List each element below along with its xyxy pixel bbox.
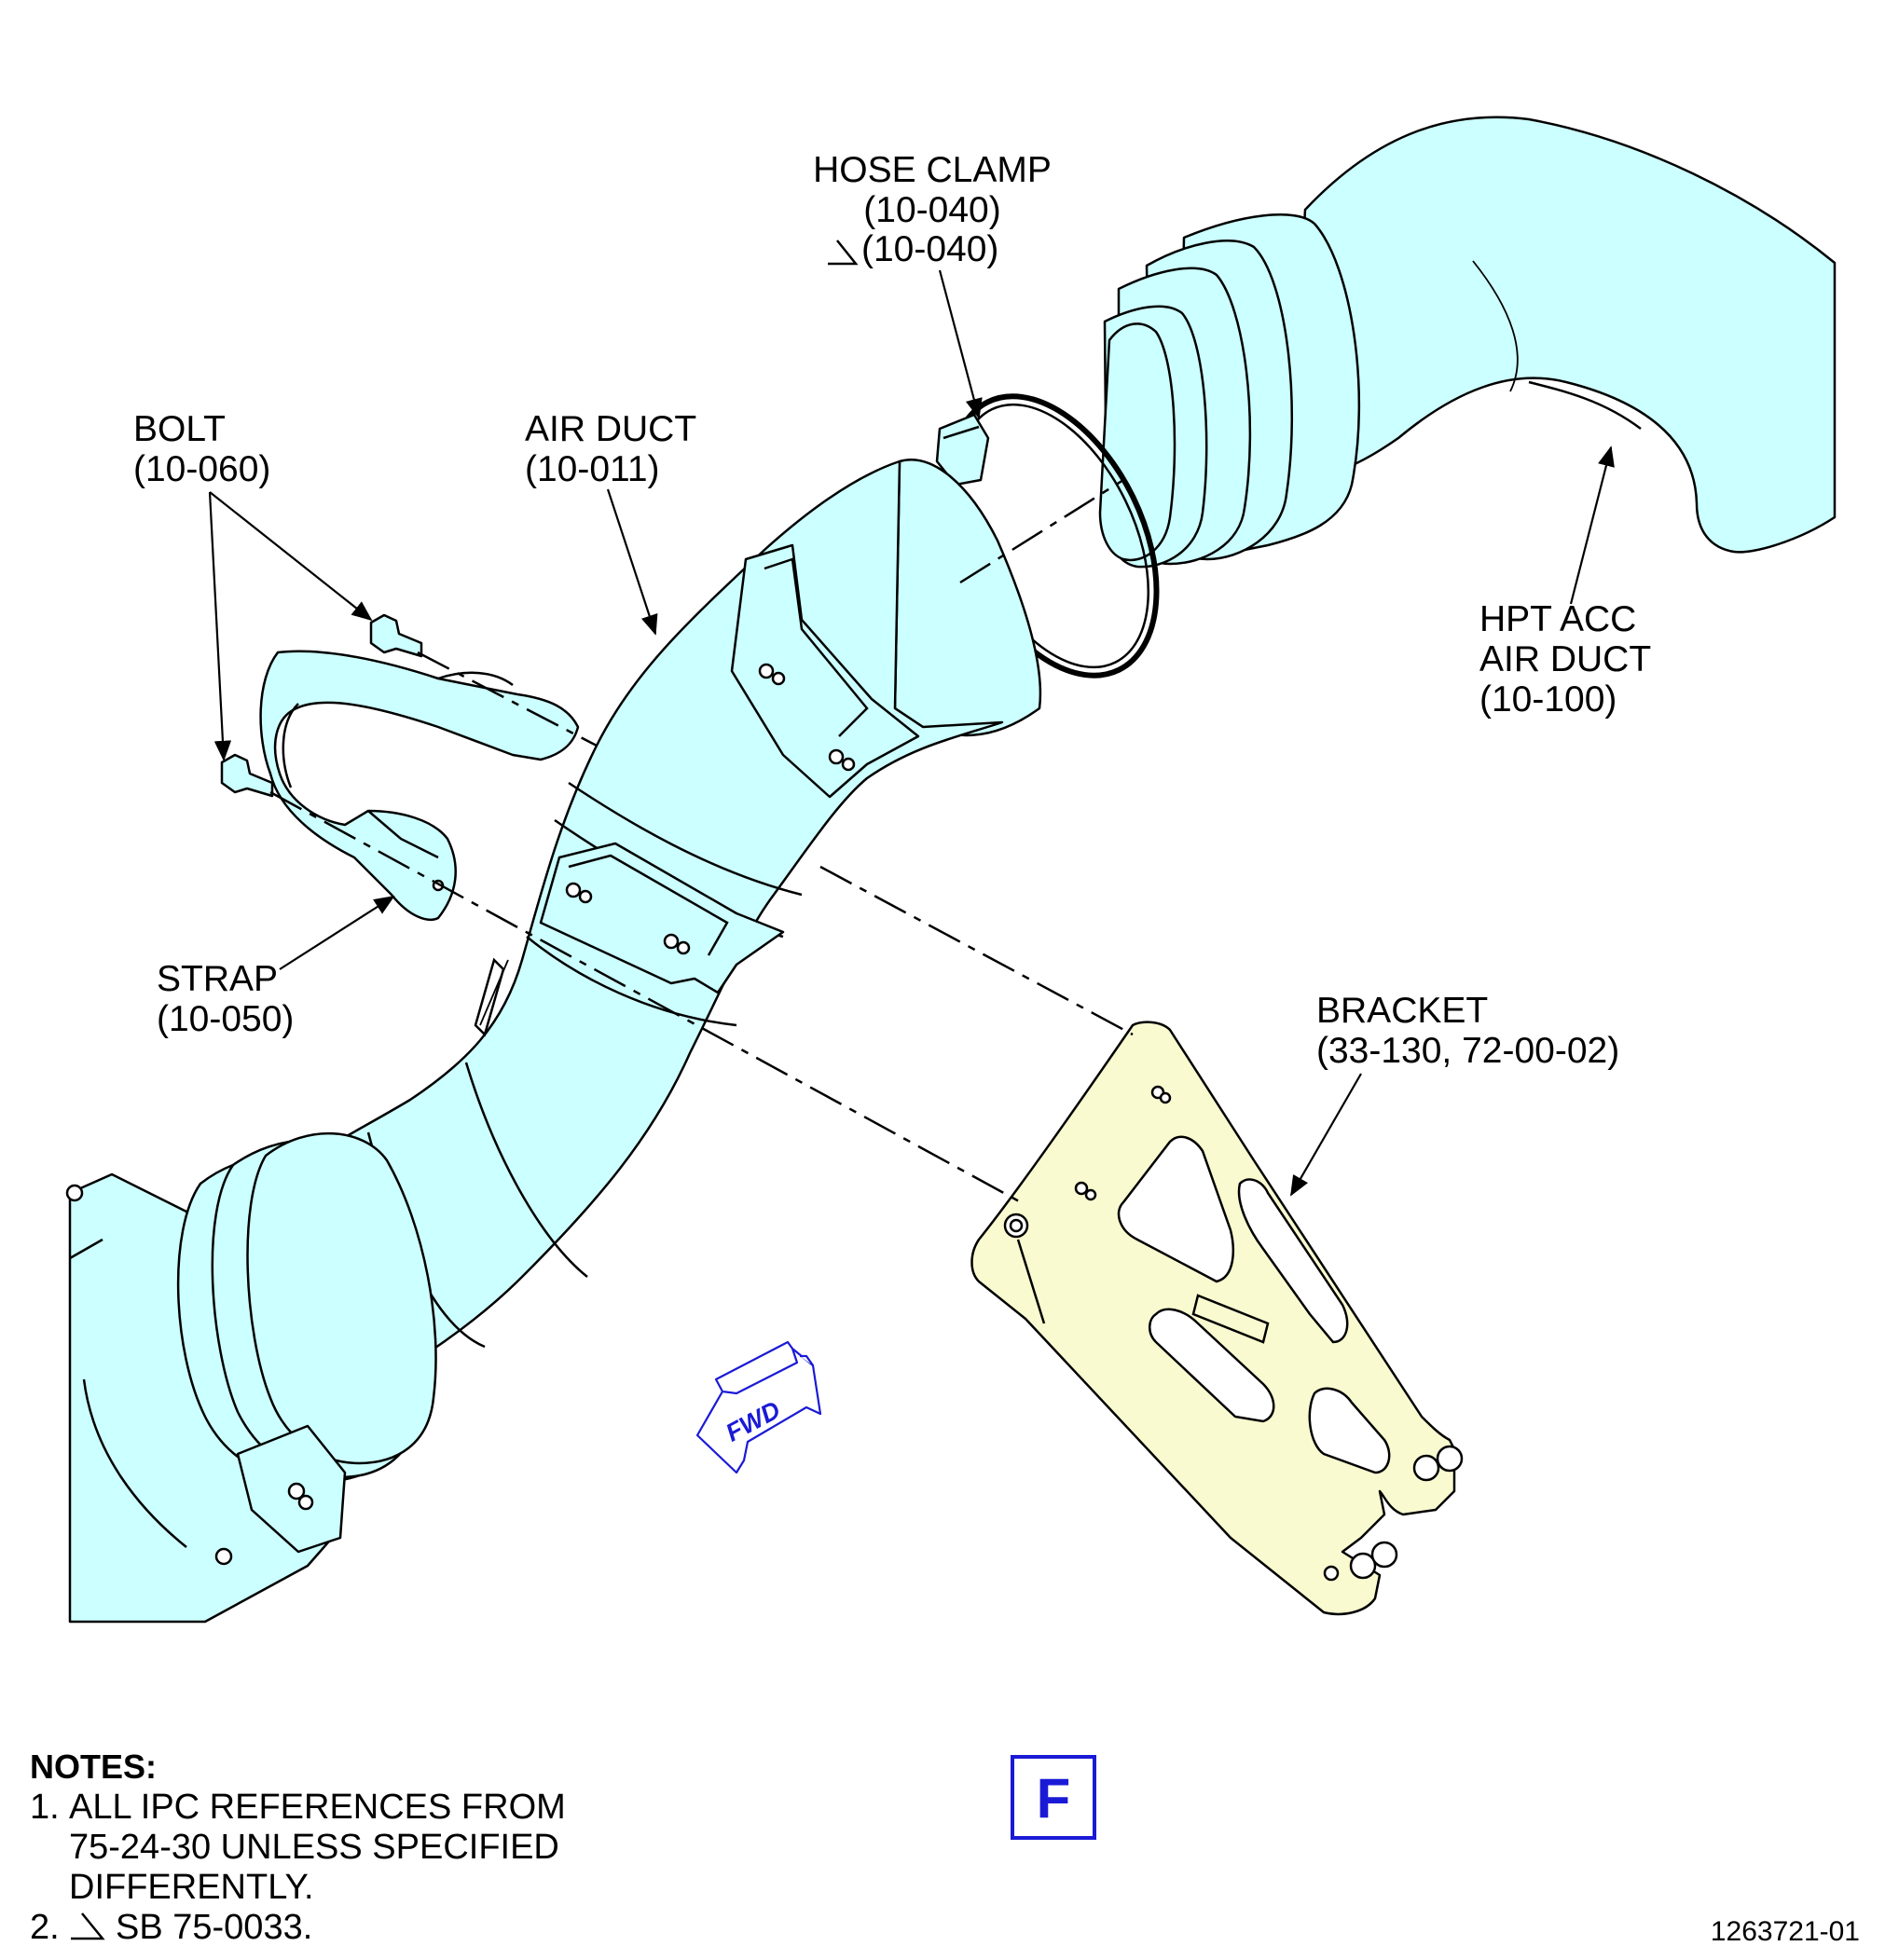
clamp-centerline bbox=[959, 478, 1124, 584]
bolt-centerline-lower bbox=[269, 790, 1022, 1204]
callout-air-duct: AIR DUCT (10-011) bbox=[525, 409, 696, 489]
hpt-acc-line1: HPT ACC bbox=[1479, 599, 1636, 639]
air-duct-name: AIR DUCT bbox=[525, 409, 696, 449]
bolt-leader-lower bbox=[208, 491, 232, 761]
hose-clamp-ref-sb: (10-040) bbox=[861, 229, 998, 269]
hpt-acc-line2: AIR DUCT bbox=[1479, 639, 1651, 679]
strap bbox=[259, 650, 580, 921]
callout-hpt-acc-air-duct: HPT ACC AIR DUCT (10-100) bbox=[1479, 599, 1651, 720]
bolt-name: BOLT bbox=[133, 409, 226, 449]
hose-clamp-ref: (10-040) bbox=[863, 190, 1000, 230]
note-1-line-1: ALL IPC REFERENCES FROM bbox=[69, 1788, 566, 1827]
service-bulletin-triangle-icon bbox=[828, 240, 859, 266]
hpt-acc-ref: (10-100) bbox=[1479, 679, 1617, 720]
air-duct-ref: (10-011) bbox=[525, 449, 660, 489]
callout-strap: STRAP (10-050) bbox=[157, 959, 294, 1039]
bracket-leader bbox=[1290, 1073, 1362, 1197]
bracket bbox=[970, 1021, 1464, 1616]
note-2-text: SB 75-0033. bbox=[116, 1908, 312, 1947]
strap-name: STRAP bbox=[157, 959, 278, 999]
hose-clamp-leader bbox=[938, 269, 983, 419]
bracket-centerline bbox=[819, 865, 1134, 1036]
view-label: F bbox=[1011, 1755, 1096, 1840]
hpt-acc-air-duct bbox=[1098, 116, 1837, 569]
bolt-ref: (10-060) bbox=[133, 449, 270, 489]
hose-clamp-name: HOSE CLAMP bbox=[813, 150, 1052, 190]
hpt-acc-leader bbox=[1569, 445, 1615, 605]
note-1-number: 1. bbox=[30, 1788, 60, 1827]
service-bulletin-triangle-icon-note bbox=[71, 1912, 105, 1940]
bolts bbox=[220, 613, 423, 798]
notes-heading: NOTES: bbox=[30, 1748, 157, 1786]
strap-ref: (10-050) bbox=[157, 999, 294, 1039]
air-duct-leader bbox=[606, 488, 658, 636]
bracket-ref: (33-130, 72-00-02) bbox=[1316, 1031, 1619, 1071]
callout-bracket: BRACKET (33-130, 72-00-02) bbox=[1316, 991, 1619, 1071]
note-1-line-2: 75-24-30 UNLESS SPECIFIED bbox=[69, 1828, 559, 1867]
fwd-arrow-icon: FWD bbox=[695, 1340, 822, 1474]
bolt-centerline-upper bbox=[417, 651, 598, 747]
view-label-box bbox=[1011, 1755, 1096, 1840]
callout-bolt: BOLT (10-060) bbox=[133, 409, 270, 489]
note-1-line-3: DIFFERENTLY. bbox=[69, 1868, 314, 1907]
notes-block: NOTES: 1. ALL IPC REFERENCES FROM 75-24-… bbox=[30, 1748, 566, 1947]
figure-id: 1263721-01 bbox=[1711, 1916, 1860, 1947]
callout-hose-clamp: HOSE CLAMP (10-040) (10-040) bbox=[813, 150, 1052, 269]
note-2-number: 2. bbox=[30, 1908, 60, 1947]
strap-leader bbox=[279, 896, 395, 970]
view-label-letter: F bbox=[1037, 1767, 1071, 1830]
lower-mount bbox=[65, 1131, 437, 1624]
bracket-name: BRACKET bbox=[1316, 991, 1488, 1031]
bolt-leader-upper bbox=[209, 491, 373, 622]
